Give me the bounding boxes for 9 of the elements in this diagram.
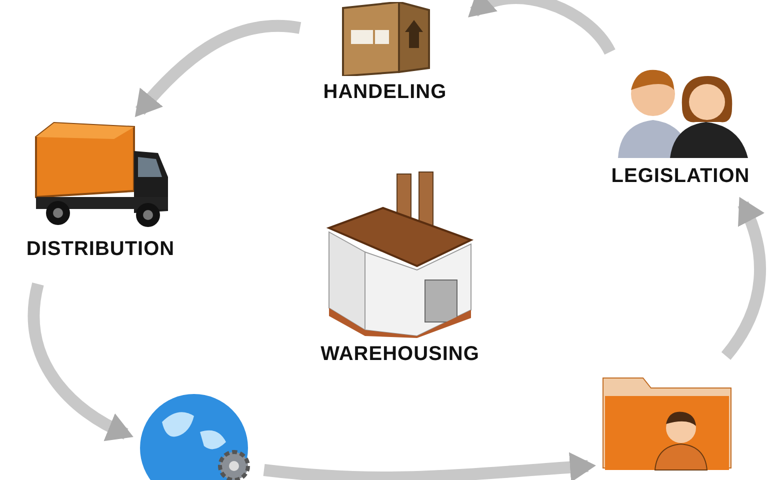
- node-label: HANDELING: [323, 80, 447, 105]
- curved-arrow: [467, 0, 616, 56]
- curved-arrow: [721, 196, 766, 360]
- curved-arrow: [134, 20, 301, 118]
- node-label: WAREHOUSING: [320, 342, 480, 367]
- curved-arrow: [263, 452, 596, 480]
- node-label: DISTRIBUTION: [26, 237, 175, 262]
- curved-arrow: [28, 282, 134, 440]
- node-label: LEGISLATION: [611, 164, 750, 189]
